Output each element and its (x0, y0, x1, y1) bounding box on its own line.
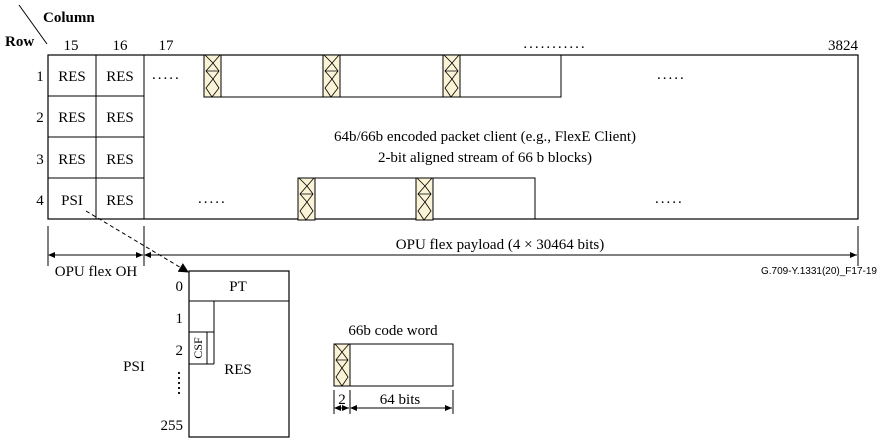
oh-cell-r4c15-psi: PSI (61, 193, 83, 209)
psi-structure-box (188, 270, 290, 438)
row4-sync-header-2 (415, 177, 434, 221)
row-number-2: 2 (36, 110, 44, 126)
column-number-16: 16 (113, 38, 129, 54)
column-number-17: 17 (159, 38, 175, 54)
psi-byte-index-1: 1 (176, 311, 184, 327)
psi-csf-label: CSF (191, 337, 205, 359)
psi-res-label: RES (224, 362, 252, 378)
psi-byte-index-ellipsis (177, 371, 181, 395)
row4-ellipsis-left: ..... (198, 191, 227, 207)
row1-ellipsis-right: ..... (657, 67, 686, 83)
figure-identifier: G.709-Y.1331(20)_F17-19 (761, 266, 877, 277)
oh-cell-r2c15: RES (58, 110, 86, 126)
psi-detail-pointer (85, 210, 189, 273)
row1-block-stream (203, 54, 562, 98)
row1-ellipsis-left: ..... (152, 67, 181, 83)
oh-cell-r2c16: RES (106, 110, 134, 126)
psi-byte-index-2: 2 (176, 343, 184, 359)
column-axis-label: Column (43, 10, 95, 26)
column-number-last: 3824 (828, 38, 859, 54)
row4-sync-header-1 (297, 177, 316, 221)
oh-cell-r4c16: RES (106, 193, 134, 209)
codeword-title: 66b code word (348, 323, 438, 339)
row1-sync-header-2 (322, 54, 341, 98)
psi-byte-index-0: 0 (176, 279, 184, 295)
codeword-payload-bits-label: 64 bits (380, 392, 421, 408)
row-number-4: 4 (36, 193, 44, 209)
opu-flex-payload-label: OPU flex payload (4 × 30464 bits) (396, 237, 604, 253)
row1-sync-header-3 (442, 54, 461, 98)
column-number-15: 15 (64, 38, 79, 54)
psi-byte-index-255: 255 (161, 418, 184, 434)
oh-cell-r1c16: RES (106, 69, 134, 85)
column-ellipsis: ........... (523, 36, 586, 52)
row-number-3: 3 (36, 152, 44, 168)
row1-sync-header-1 (203, 54, 222, 98)
header-diagonal-divider (18, 4, 48, 45)
codeword-box (333, 343, 454, 387)
psi-pt-label: PT (229, 279, 247, 295)
row4-ellipsis-right: ..... (655, 191, 684, 207)
codeword-sync-bits-label: 2 (338, 392, 346, 408)
codeword-sync-header (333, 343, 351, 387)
payload-description-line1: 64b/66b encoded packet client (e.g., Fle… (334, 129, 636, 145)
payload-description-line2: 2-bit aligned stream of 66 b blocks) (378, 150, 592, 166)
opu-flex-oh-label: OPU flex OH (55, 264, 138, 280)
row-number-1: 1 (36, 69, 44, 85)
psi-structure-label: PSI (123, 359, 145, 375)
oh-cell-r3c15: RES (58, 152, 86, 168)
row-axis-label: Row (5, 34, 34, 50)
oh-cell-r1c15: RES (58, 69, 86, 85)
oh-cell-r3c16: RES (106, 152, 134, 168)
